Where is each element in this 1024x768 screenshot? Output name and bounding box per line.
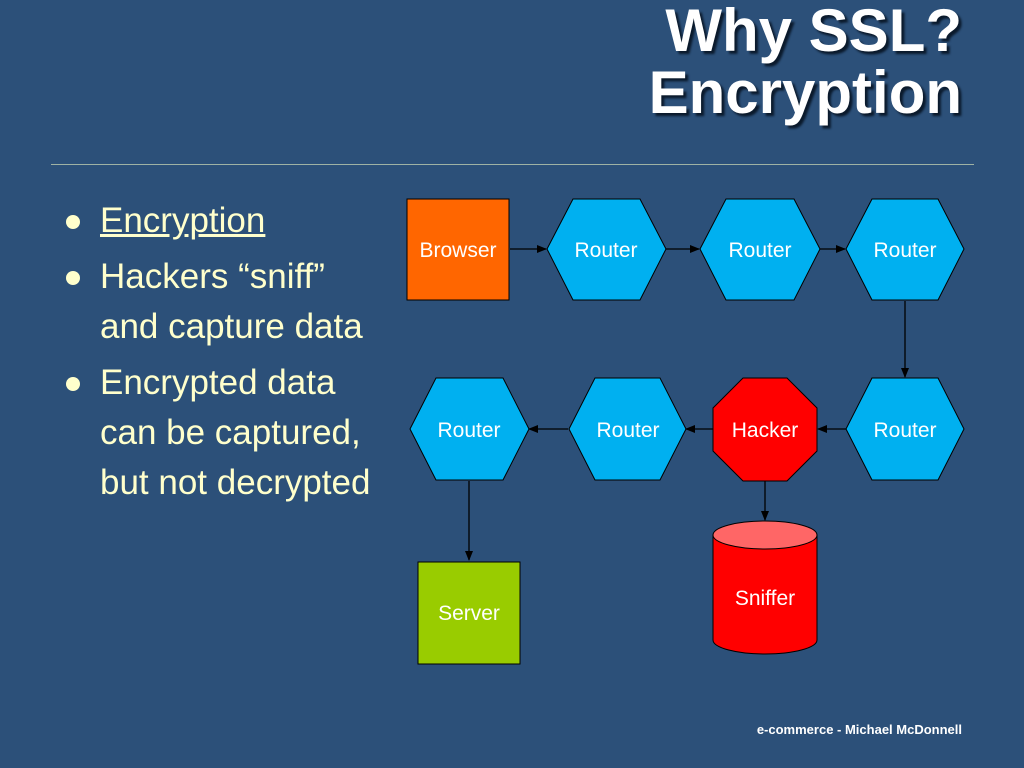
router-6-hexagon [409,377,530,481]
router-node-6: Router [409,377,530,481]
router-1-hexagon [546,198,667,301]
hacker-node: Hacker [712,377,818,482]
bullet-item: Encryption [62,196,392,246]
bullet-item: Encrypted data can be captured, but not … [62,358,392,508]
router-5-hexagon [568,377,687,481]
sniffer-cylinder-body [712,535,818,655]
server-box [417,561,521,665]
sniffer-label: Sniffer [735,587,795,610]
router-2-label: Router [728,239,791,262]
router-2-hexagon [699,198,821,301]
bullet-dot-icon [66,377,80,391]
title-line-1: Why SSL? [665,0,962,64]
bullet-text: Hackers “sniff” and capture data [100,257,363,346]
connectors [465,245,909,561]
bullet-item: Hackers “sniff” and capture data [62,252,392,352]
hacker-octagon [712,377,818,482]
slide-footer: e-commerce - Michael McDonnell [756,722,962,737]
bullet-dot-icon [66,271,80,285]
router-4-label: Router [873,419,936,442]
server-node: Server [417,561,521,665]
bullet-dot-icon [66,215,80,229]
bullet-list: Encryption Hackers “sniff” and capture d… [62,196,392,514]
server-label: Server [438,602,500,625]
router-node-2: Router [699,198,821,301]
title-line-2: Encryption [648,59,962,126]
sniffer-node: Sniffer [712,520,818,655]
browser-label: Browser [419,239,496,262]
router-1-label: Router [574,239,637,262]
router-3-label: Router [873,239,936,262]
router-node-5: Router [568,377,687,481]
router-6-label: Router [437,419,500,442]
browser-box [406,198,510,301]
bullet-text: Encrypted data can be captured, but not … [100,363,371,502]
browser-node: Browser [406,198,510,301]
hacker-label: Hacker [732,419,799,442]
router-4-hexagon [845,377,965,481]
router-5-label: Router [596,419,659,442]
title-divider [51,164,974,165]
router-3-hexagon [845,198,965,301]
router-node-3: Router [845,198,965,301]
sniffer-cylinder-top [712,520,818,550]
router-node-4: Router [845,377,965,481]
encryption-link[interactable]: Encryption [100,201,266,240]
router-node-1: Router [546,198,667,301]
slide-title: Why SSL? Encryption [649,0,962,124]
